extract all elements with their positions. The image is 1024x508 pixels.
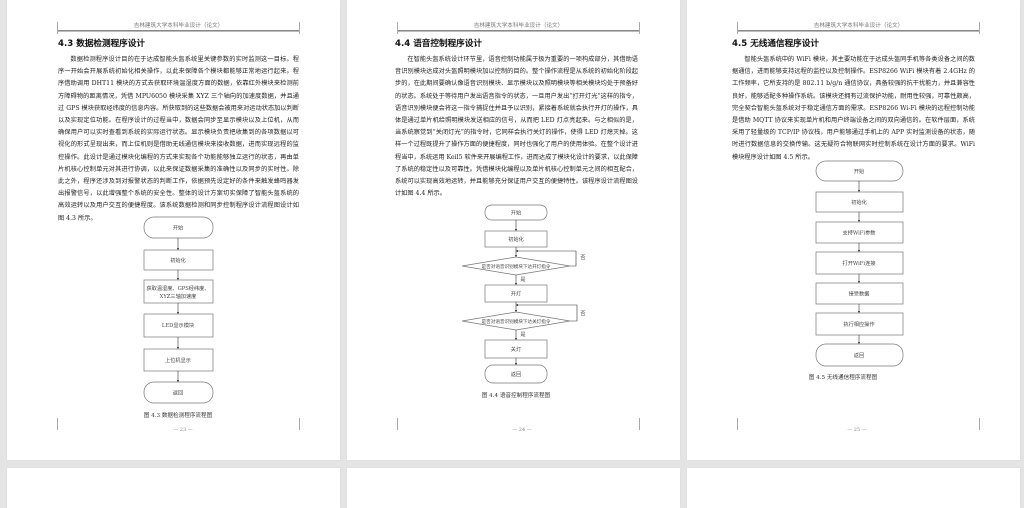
crop-mark	[979, 22, 980, 34]
flow-label-yes: 是	[520, 331, 525, 338]
flow-label-fetch-2: XYZ三轴加速度	[160, 292, 197, 300]
figure-caption: 图 4.5 无线通信程序流程图	[809, 373, 878, 381]
document-page-25: 吉林建筑大学本科毕业设计（论文） 4.5 无线通信程序设计 智能头盔系统中的 W…	[687, 0, 1020, 460]
flow-label-decision-off: 是否对语音识别模块下达关灯指令	[482, 318, 551, 325]
body-paragraph: 在智能头盔系统设计环节里，语音控制功能属于极为重要的一项构成部分，其借助语音识别…	[395, 56, 638, 198]
flow-label-receive: 接受数据	[849, 290, 870, 298]
flow-label-led: LED显示模块	[162, 321, 195, 329]
crop-mark	[299, 22, 300, 34]
flow-label-init: 初始化	[508, 235, 524, 243]
flow-node-init	[815, 191, 904, 213]
running-header: 吉林建筑大学本科毕业设计（论文）	[133, 23, 224, 29]
flow-node-init	[143, 249, 214, 271]
flow-node-wifi-params	[815, 221, 904, 244]
body-paragraph: 数据检测程序设计目的在于达成智能头盔系统里关键参数的实时监测这一目标。程序一开始…	[58, 56, 299, 222]
flowchart-wireless: 开始 初始化 支持WiFi参数 打开WiFi连接 接受数据 执行相应操作 返回 …	[809, 160, 904, 433]
document-page-24: 吉林建筑大学本科毕业设计（论文） 4.4 语音控制程序设计 在智能头盔系统设计环…	[347, 0, 680, 460]
crop-mark	[737, 418, 738, 430]
flow-label-start: 开始	[173, 224, 184, 232]
flow-loop-no	[515, 303, 578, 322]
crop-mark	[397, 418, 398, 430]
flow-label-fetch-1: 获取温湿度、GPS经纬度、	[146, 284, 209, 292]
flow-label-on: 开灯	[511, 290, 521, 298]
header-rule	[737, 30, 980, 32]
flow-node-return	[143, 381, 214, 404]
flow-label-wifi-connect: 打开WiFi连接	[843, 259, 876, 267]
crop-mark	[639, 418, 640, 430]
document-page-23: 吉林建筑大学本科毕业设计（论文） 4.3 数据检测程序设计 数据检测程序设计目的…	[7, 0, 340, 460]
running-header: 吉林建筑大学本科毕业设计（论文）	[473, 23, 564, 29]
crop-mark	[397, 22, 398, 34]
flow-node-led	[143, 313, 214, 338]
flow-node-fetch	[143, 279, 214, 304]
flow-node-wifi-connect	[815, 251, 904, 275]
crop-mark	[737, 22, 738, 34]
section-heading: 4.3 数据检测程序设计	[58, 39, 145, 49]
flowchart-data-detection: 开始 初始化 获取温湿度、GPS经纬度、 XYZ三轴加速度 LED显示模块 上位…	[143, 216, 214, 433]
header-rule	[57, 30, 300, 32]
flow-node-return	[815, 343, 904, 367]
flow-label-no: 否	[580, 254, 585, 261]
figure-caption: 图 4.3 数据检测程序流程图	[144, 411, 213, 419]
header-rule	[397, 30, 640, 32]
figure-caption: 图 4.4 语音控制程序流程图	[482, 391, 551, 399]
flow-node-start	[815, 160, 904, 182]
flow-node-start	[143, 216, 214, 239]
flow-node-return	[484, 364, 548, 384]
body-paragraph: 智能头盔系统中的 WiFi 模块，其主要功能在于达成头盔同手机等各类设备之间的数…	[732, 56, 975, 161]
flow-label-execute: 执行相应操作	[843, 320, 874, 328]
flow-node-pc	[143, 348, 214, 372]
crop-mark	[299, 418, 300, 430]
flow-label-wifi-params: 支持WiFi参数	[843, 229, 877, 237]
flow-node-execute	[815, 312, 904, 336]
flow-label-off: 关灯	[511, 345, 521, 353]
crop-mark	[639, 22, 640, 34]
flow-label-init: 初始化	[851, 198, 867, 206]
section-heading: 4.4 语音控制程序设计	[395, 39, 482, 49]
crop-mark	[57, 22, 58, 34]
flow-node-receive	[815, 282, 904, 305]
crop-mark	[57, 418, 58, 430]
flow-label-start: 开始	[511, 209, 522, 217]
document-page-27	[347, 468, 680, 508]
crop-mark	[979, 418, 980, 430]
flow-label-start: 开始	[854, 167, 865, 175]
flow-label-yes: 是	[520, 276, 525, 283]
flow-label-return: 返回	[173, 390, 183, 397]
flowchart-voice-control: 开始 初始化 是否对语音识别模块下达开灯指令 否 是 开灯 是否对语音识别模块下…	[461, 204, 586, 433]
page-number: — 23 —	[173, 427, 193, 433]
flow-label-init: 初始化	[170, 256, 186, 264]
page-number: — 24 —	[512, 427, 532, 433]
flow-label-pc: 上位机显示	[165, 356, 191, 364]
flow-label-decision-on: 是否对语音识别模块下达开灯指令	[482, 263, 551, 270]
flow-loop-no	[515, 249, 577, 267]
page-number: — 25 —	[847, 427, 867, 433]
flow-label-return: 返回	[511, 371, 521, 378]
flow-label-no: 否	[580, 310, 585, 317]
section-heading: 4.5 无线通信程序设计	[732, 39, 819, 49]
document-page-28	[687, 468, 1020, 508]
running-header: 吉林建筑大学本科毕业设计（论文）	[813, 23, 904, 29]
flow-label-return: 返回	[854, 352, 864, 359]
document-page-26	[7, 468, 340, 508]
